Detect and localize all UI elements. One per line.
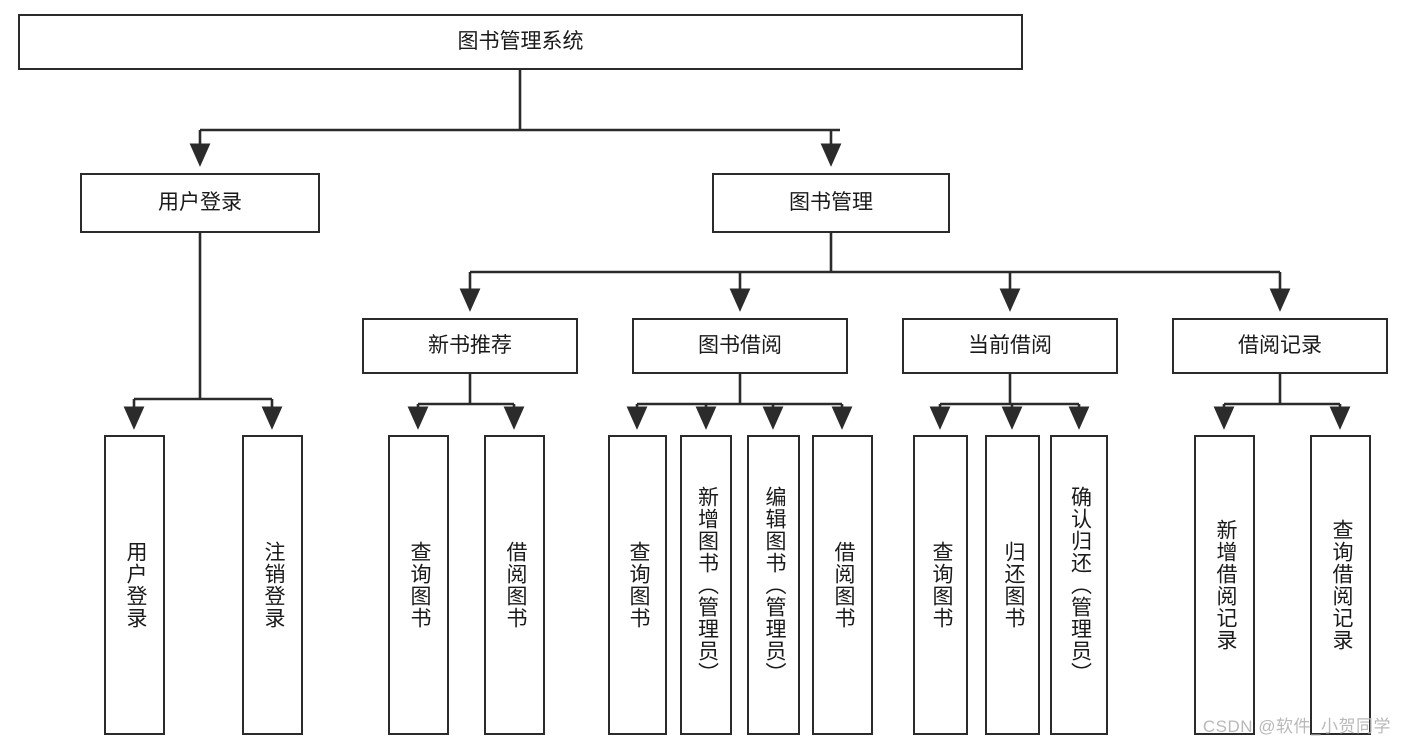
- node-leaf-query-book-2[interactable]: 查询图书: [608, 435, 667, 735]
- node-user-login[interactable]: 用户登录: [80, 173, 320, 233]
- node-leaf-query-book-1-label: 查询图书: [407, 541, 431, 629]
- node-current-borrow[interactable]: 当前借阅: [902, 318, 1118, 374]
- node-leaf-confirm-return-label: 确认归还（管理员）: [1068, 486, 1092, 684]
- node-book-borrow-label: 图书借阅: [698, 333, 782, 357]
- node-leaf-return-book[interactable]: 归还图书: [985, 435, 1040, 735]
- node-leaf-edit-book-label: 编辑图书（管理员）: [762, 486, 786, 684]
- node-leaf-add-book[interactable]: 新增图书（管理员）: [680, 435, 732, 735]
- node-user-login-label: 用户登录: [158, 190, 242, 214]
- node-leaf-query-book-3[interactable]: 查询图书: [913, 435, 968, 735]
- node-borrow-record[interactable]: 借阅记录: [1172, 318, 1388, 374]
- node-leaf-query-book-1[interactable]: 查询图书: [388, 435, 449, 735]
- node-leaf-edit-book[interactable]: 编辑图书（管理员）: [747, 435, 800, 735]
- node-borrow-record-label: 借阅记录: [1238, 333, 1322, 357]
- node-new-book-rec-label: 新书推荐: [428, 333, 512, 357]
- node-leaf-add-book-label: 新增图书（管理员）: [695, 486, 719, 684]
- node-leaf-return-book-label: 归还图书: [1001, 541, 1025, 629]
- node-leaf-query-record[interactable]: 查询借阅记录: [1310, 435, 1371, 735]
- node-leaf-user-logout-label: 注销登录: [261, 541, 285, 629]
- node-leaf-user-login[interactable]: 用户登录: [104, 435, 165, 735]
- node-current-borrow-label: 当前借阅: [968, 333, 1052, 357]
- node-root[interactable]: 图书管理系统: [18, 14, 1023, 70]
- node-leaf-query-book-3-label: 查询图书: [929, 541, 953, 629]
- node-leaf-user-logout[interactable]: 注销登录: [242, 435, 303, 735]
- watermark: CSDN @软件_小贺同学: [1202, 717, 1391, 736]
- node-leaf-borrow-book-2-label: 借阅图书: [831, 541, 855, 629]
- node-leaf-confirm-return[interactable]: 确认归还（管理员）: [1050, 435, 1108, 735]
- node-leaf-borrow-book-1-label: 借阅图书: [503, 541, 527, 629]
- node-book-borrow[interactable]: 图书借阅: [632, 318, 848, 374]
- node-new-book-rec[interactable]: 新书推荐: [362, 318, 578, 374]
- node-root-label: 图书管理系统: [457, 29, 584, 53]
- node-leaf-add-record-label: 新增借阅记录: [1213, 519, 1237, 651]
- node-book-manage[interactable]: 图书管理: [712, 173, 950, 233]
- node-leaf-query-book-2-label: 查询图书: [626, 541, 650, 629]
- node-leaf-add-record[interactable]: 新增借阅记录: [1194, 435, 1255, 735]
- node-leaf-borrow-book-1[interactable]: 借阅图书: [484, 435, 545, 735]
- node-leaf-query-record-label: 查询借阅记录: [1329, 519, 1353, 651]
- node-leaf-borrow-book-2[interactable]: 借阅图书: [812, 435, 873, 735]
- node-book-manage-label: 图书管理: [789, 190, 873, 214]
- node-leaf-user-login-label: 用户登录: [123, 541, 147, 629]
